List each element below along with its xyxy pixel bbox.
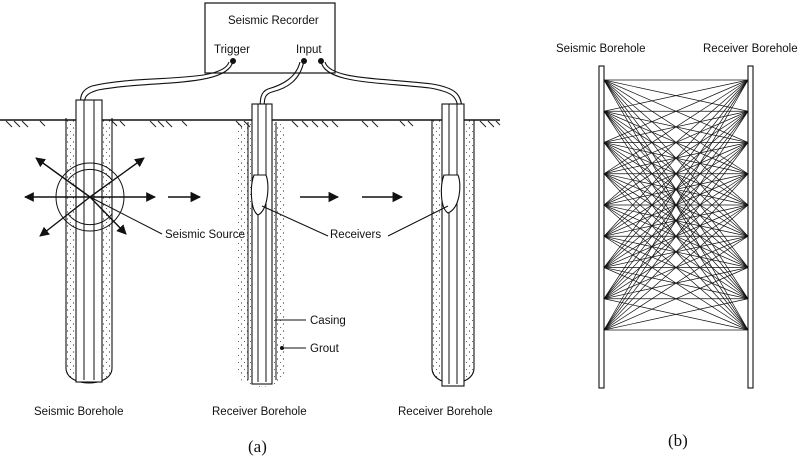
ray-path — [603, 79, 749, 299]
caption-b: (b) — [668, 431, 688, 450]
seismic-source-callout — [89, 196, 163, 235]
grout-dot — [280, 346, 284, 350]
receivers-callout-1 — [261, 205, 329, 237]
receiver-borehole-a-2 — [431, 103, 475, 387]
recorder-title: Seismic Recorder — [228, 15, 319, 27]
borehole-label-2: Receiver Borehole — [212, 406, 307, 418]
wave-arrow-ne — [89, 157, 145, 198]
input-cable-2 — [320, 60, 459, 113]
ray-path — [603, 79, 749, 268]
seismic-recorder: Seismic Recorder Trigger Input — [204, 2, 336, 74]
wave-arrow-se — [89, 196, 127, 235]
receiver-2 — [440, 174, 461, 214]
ray-path — [603, 111, 749, 331]
ray-path — [603, 235, 749, 331]
borehole-label-3: Receiver Borehole — [398, 406, 493, 418]
ray-path — [603, 79, 749, 143]
ray-path — [603, 79, 749, 331]
receivers-callout-2 — [387, 205, 449, 237]
ray-path — [603, 142, 749, 331]
ray-path — [603, 79, 749, 175]
input-cable-2-inner — [324, 61, 463, 113]
cables — [79, 60, 463, 113]
seismic-source-label: Seismic Source — [165, 229, 245, 241]
borehole-label-1: Seismic Borehole — [34, 406, 123, 418]
ray-path — [603, 79, 749, 112]
wave-arc-upper — [67, 168, 113, 181]
seismic-borehole-label-b: Seismic Borehole — [556, 43, 645, 55]
trigger-cable — [83, 60, 234, 111]
ray-path — [603, 79, 749, 237]
input-cable-1 — [263, 60, 305, 113]
trigger-label: Trigger — [214, 44, 250, 56]
ray-path — [603, 173, 749, 331]
receiver-borehole-a-1 — [238, 103, 286, 387]
ray-path — [603, 204, 749, 331]
trigger-cable-inner — [79, 61, 230, 111]
seismic-borehole-a — [65, 99, 113, 384]
receiver-1 — [250, 174, 269, 216]
seismic-source-radiation — [24, 157, 156, 237]
wave-arc-lower — [67, 213, 113, 226]
caption-a: (a) — [248, 437, 267, 456]
panel-a: Seismic Recorder Trigger Input — [0, 2, 501, 456]
input-label: Input — [296, 44, 322, 56]
receivers-label: Receivers — [330, 229, 381, 241]
ray-paths — [603, 79, 749, 331]
wave-arrow-sw — [39, 196, 91, 237]
seismic-borehole-b — [598, 65, 605, 389]
receiver-borehole-label-b: Receiver Borehole — [703, 43, 798, 55]
wave-arrow-nw — [35, 157, 91, 198]
input-cable-1-inner — [259, 61, 301, 113]
ray-path — [603, 79, 749, 206]
casing-label: Casing — [310, 315, 346, 327]
callouts — [89, 196, 449, 349]
ray-path — [603, 267, 749, 331]
grout-label: Grout — [310, 343, 340, 355]
receiver-borehole-b — [747, 65, 754, 389]
recorder-box — [204, 2, 336, 74]
panel-b: Seismic Borehole Receiver Borehole (b) — [556, 43, 798, 450]
ray-path — [603, 298, 749, 331]
